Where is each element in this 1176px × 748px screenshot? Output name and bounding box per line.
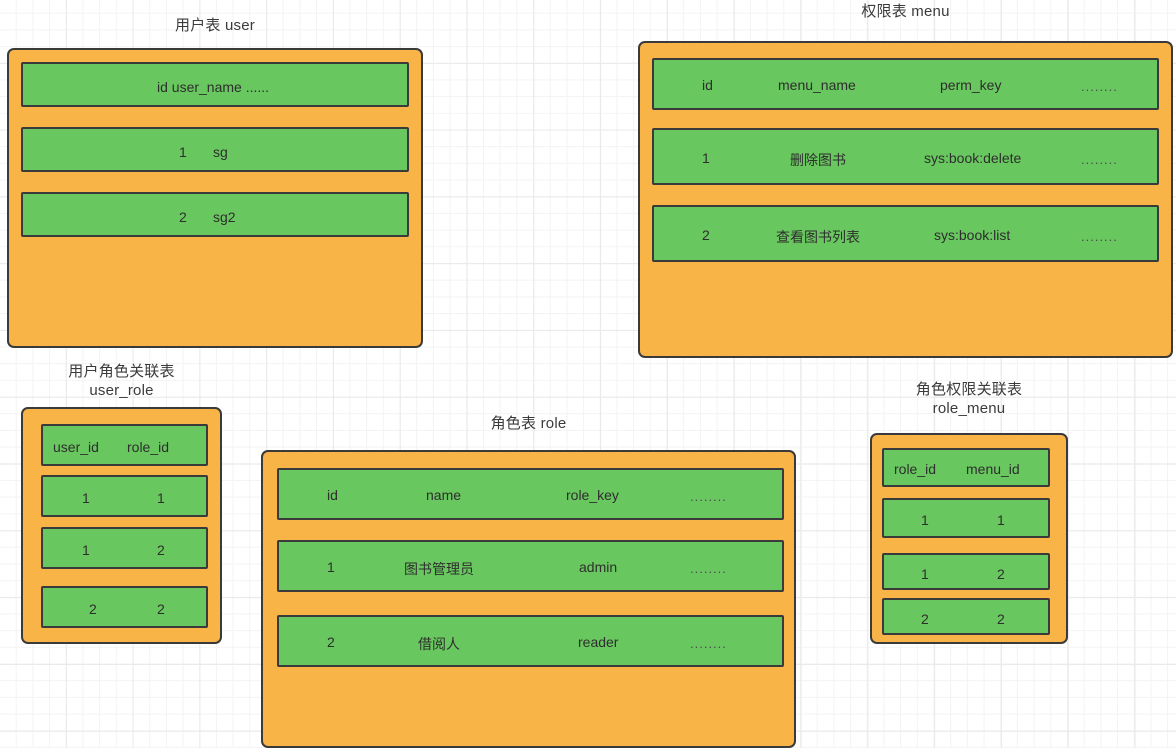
table-row[interactable]: 2 借阅人 reader ........: [277, 615, 784, 667]
cell-value: name: [426, 487, 462, 503]
cell-value: perm_key: [940, 77, 1002, 93]
cell-value: role_id: [894, 461, 937, 477]
cell-value: ........: [690, 561, 727, 576]
cell-value: 2: [157, 542, 165, 558]
entity-role-menu-title: 角色权限关联表 role_menu: [915, 381, 1023, 417]
cell-value: 1: [702, 150, 710, 166]
cell-value: 2: [997, 611, 1005, 627]
table-row[interactable]: id name role_key ........: [277, 468, 784, 520]
cell-value: 1: [327, 559, 335, 575]
cell-value: 2: [997, 566, 1005, 582]
cell-value: 查看图书列表: [776, 229, 860, 245]
cell-value: ........: [690, 489, 727, 504]
cell-value: ........: [690, 636, 727, 651]
cell-value: 借阅人: [418, 636, 460, 652]
cell-value: 1: [82, 490, 90, 506]
cell-value: sys:book:delete: [924, 150, 1022, 166]
cell-value: ........: [1081, 79, 1118, 94]
cell-value: 2: [702, 227, 710, 243]
table-row[interactable]: id user_name ......: [21, 62, 409, 107]
cell-value: 2: [157, 601, 165, 617]
table-row[interactable]: 1 图书管理员 admin ........: [277, 540, 784, 592]
cell-value: 2: [89, 601, 97, 617]
cell-value: 1: [921, 512, 929, 528]
cell-value: 1: [997, 512, 1005, 528]
cell-value: id: [327, 487, 338, 503]
cell-value: 1: [82, 542, 90, 558]
cell-value: 2: [179, 209, 187, 225]
cell-value: 图书管理员: [404, 561, 474, 577]
table-row[interactable]: user_id role_id: [41, 424, 208, 466]
cell-value: 2: [327, 634, 335, 650]
cell-value: 1: [179, 144, 187, 160]
cell-value: admin: [579, 559, 618, 575]
cell-value: ........: [1081, 229, 1118, 244]
cell-value: user_id: [53, 439, 99, 455]
cell-value: ........: [1081, 152, 1118, 167]
cell-value: id: [702, 77, 713, 93]
entity-menu-title: 权限表 menu: [861, 3, 950, 20]
entity-user-title: 用户表 user: [175, 17, 255, 34]
table-row[interactable]: 2 2: [41, 586, 208, 628]
cell-value: id user_name ......: [157, 79, 270, 95]
cell-value: sg2: [213, 209, 236, 225]
table-row[interactable]: 2 sg2: [21, 192, 409, 237]
cell-value: sg: [213, 144, 228, 160]
table-row[interactable]: 1 sg: [21, 127, 409, 172]
cell-value: 删除图书: [790, 152, 846, 168]
cell-value: menu_id: [966, 461, 1020, 477]
entity-menu[interactable]: 权限表 menu id menu_name perm_key ........ …: [638, 0, 1173, 358]
table-row[interactable]: 1 2: [41, 527, 208, 569]
cell-value: role_key: [566, 487, 619, 503]
table-row[interactable]: role_id menu_id: [882, 448, 1050, 487]
entity-user-role-title: 用户角色关联表 user_role: [68, 363, 175, 399]
cell-value: menu_name: [778, 77, 856, 93]
cell-value: 1: [921, 566, 929, 582]
cell-value: sys:book:list: [934, 227, 1011, 243]
cell-value: 2: [921, 611, 929, 627]
entity-role[interactable]: 角色表 role id name role_key ........ 1 图书管…: [261, 414, 796, 748]
table-row[interactable]: 1 2: [882, 553, 1050, 590]
entity-user[interactable]: 用户表 user id user_name ...... 1 sg 2 sg2: [7, 16, 423, 348]
table-row[interactable]: 1 1: [882, 498, 1050, 538]
cell-value: role_id: [127, 439, 170, 455]
cell-value: reader: [578, 634, 619, 650]
entity-user-role[interactable]: 用户角色关联表 user_role user_id role_id 1 1 1 …: [21, 362, 222, 644]
table-row[interactable]: 1 删除图书 sys:book:delete ........: [652, 128, 1159, 185]
table-row[interactable]: 1 1: [41, 475, 208, 517]
table-row[interactable]: id menu_name perm_key ........: [652, 58, 1159, 110]
table-row[interactable]: 2 查看图书列表 sys:book:list ........: [652, 205, 1159, 262]
entity-role-menu[interactable]: 角色权限关联表 role_menu role_id menu_id 1 1 1 …: [870, 380, 1068, 644]
table-row[interactable]: 2 2: [882, 598, 1050, 635]
cell-value: 1: [157, 490, 165, 506]
entity-role-title: 角色表 role: [490, 415, 567, 432]
